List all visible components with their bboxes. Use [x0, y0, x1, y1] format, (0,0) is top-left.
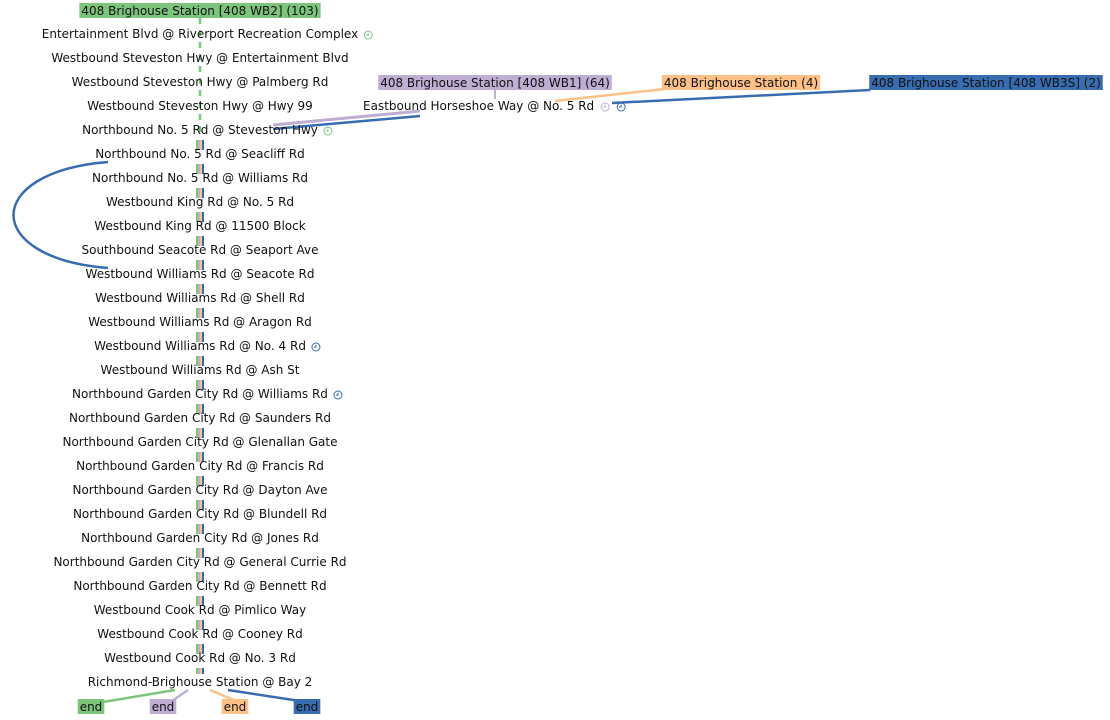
stop-label-text: Westbound Williams Rd @ Seacote Rd [86, 267, 315, 281]
end-marker-green-background [77, 699, 105, 714]
clock-icon [333, 390, 343, 400]
route-header-wb1-text: 408 Brighouse Station [408 WB1] (64) [380, 76, 610, 90]
stop-label-text: Northbound No. 5 Rd @ Williams Rd [92, 171, 308, 185]
stop-label-text: Westbound Cook Rd @ Cooney Rd [97, 627, 302, 641]
stop-label: Northbound No. 5 Rd @ Seacliff Rd [95, 147, 305, 161]
stop-label: Westbound Cook Rd @ No. 3 Rd [104, 651, 296, 665]
end-marker-purple: end [149, 699, 177, 714]
stop-label: Northbound Garden City Rd @ Jones Rd [81, 531, 319, 545]
stop-label: Northbound Garden City Rd @ Williams Rd [72, 387, 328, 401]
stop-label: Northbound Garden City Rd @ Saunders Rd [69, 411, 331, 425]
stop-label-text: Westbound King Rd @ No. 5 Rd [106, 195, 294, 209]
route-lines [12, 18, 871, 705]
stop-label-text: Westbound Williams Rd @ Ash St [101, 363, 300, 377]
route-line-wb0-start [554, 87, 666, 103]
route-header-wb0: 408 Brighouse Station (4) [661, 75, 821, 90]
end-marker-green-text: end [80, 700, 103, 714]
stop-label: Westbound Steveston Hwy @ Entertainment … [51, 51, 348, 65]
stop-label-text: Northbound Garden City Rd @ Williams Rd [72, 387, 328, 401]
end-marker-blue-background [293, 699, 321, 714]
stop-label: Westbound Williams Rd @ No. 4 Rd [94, 339, 306, 353]
route-header-wb2: 408 Brighouse Station [408 WB2] (103) [79, 3, 321, 18]
stop-label-text: Westbound Williams Rd @ No. 4 Rd [94, 339, 306, 353]
stop-label-text: Richmond-Brighouse Station @ Bay 2 [88, 675, 313, 689]
stop-label-text: Northbound No. 5 Rd @ Steveston Hwy [82, 123, 318, 137]
route-line-wb3s-start [611, 88, 871, 105]
stop-label: Westbound Steveston Hwy @ Palmberg Rd [72, 75, 329, 89]
route-line-end-green [96, 688, 176, 705]
stop-label-text: Northbound Garden City Rd @ Jones Rd [81, 531, 319, 545]
stop-label: Westbound Williams Rd @ Aragon Rd [88, 315, 312, 329]
stop-label: Northbound Garden City Rd @ Bennett Rd [73, 579, 326, 593]
route-header-wb0-text: 408 Brighouse Station (4) [664, 76, 818, 90]
stop-label: Westbound Cook Rd @ Pimlico Way [94, 603, 306, 617]
stop-label-text: Westbound King Rd @ 11500 Block [94, 219, 305, 233]
route-header-wb1: 408 Brighouse Station [408 WB1] (64) [378, 75, 612, 90]
route-header-wb3s-background [869, 75, 1103, 90]
end-marker-green: end [77, 699, 105, 714]
stop-label: Westbound King Rd @ No. 5 Rd [106, 195, 294, 209]
route-header-wb3s-text: 408 Brighouse Station [408 WB3S] (2) [871, 76, 1101, 90]
stop-label: Northbound No. 5 Rd @ Williams Rd [92, 171, 308, 185]
end-marker-orange-background [221, 699, 249, 714]
stop-label-text: Westbound Steveston Hwy @ Palmberg Rd [72, 75, 329, 89]
stop-label: Westbound Williams Rd @ Ash St [101, 363, 300, 377]
stop-label: Northbound Garden City Rd @ Dayton Ave [72, 483, 327, 497]
stop-label-text: Northbound Garden City Rd @ Bennett Rd [73, 579, 326, 593]
stop-label-side-text: Eastbound Horseshoe Way @ No. 5 Rd [363, 99, 594, 113]
stop-label: Westbound King Rd @ 11500 Block [94, 219, 305, 233]
stop-label: Northbound Garden City Rd @ General Curr… [53, 555, 346, 569]
route-header-wb2-background [79, 3, 321, 18]
route-header-wb0-background [661, 75, 821, 90]
stop-label: Northbound Garden City Rd @ Francis Rd [76, 459, 324, 473]
end-marker-blue-text: end [296, 700, 319, 714]
stop-labels: 408 Brighouse Station [408 WB2] (103) 408… [42, 3, 1103, 714]
route-header-wb2-text: 408 Brighouse Station [408 WB2] (103) [81, 4, 318, 18]
stop-label-text: Northbound Garden City Rd @ Dayton Ave [72, 483, 327, 497]
end-marker-purple-background [149, 699, 177, 714]
clock-icon [311, 342, 321, 352]
stop-label: Northbound Garden City Rd @ Blundell Rd [73, 507, 327, 521]
stop-label-text: Northbound Garden City Rd @ Blundell Rd [73, 507, 327, 521]
end-marker-blue: end [293, 699, 321, 714]
stop-label-text: Northbound No. 5 Rd @ Seacliff Rd [95, 147, 305, 161]
clock-icon [323, 126, 333, 136]
stop-label-text: Westbound Williams Rd @ Shell Rd [95, 291, 305, 305]
stop-label: Southbound Seacote Rd @ Seaport Ave [81, 243, 318, 257]
route-line-wb3s-branch [272, 114, 421, 131]
stop-label: Westbound Williams Rd @ Shell Rd [95, 291, 305, 305]
end-marker-purple-text: end [152, 700, 175, 714]
stop-label: Westbound Cook Rd @ Cooney Rd [97, 627, 302, 641]
stop-label: Northbound Garden City Rd @ Glenallan Ga… [62, 435, 337, 449]
route-header-wb3s: 408 Brighouse Station [408 WB3S] (2) [869, 75, 1103, 90]
stop-label-text: Westbound Cook Rd @ No. 3 Rd [104, 651, 296, 665]
route-line-wb1-branch [272, 109, 421, 127]
stop-label-text: Southbound Seacote Rd @ Seaport Ave [81, 243, 318, 257]
stop-label-text: Northbound Garden City Rd @ General Curr… [53, 555, 346, 569]
stop-label: Westbound Steveston Hwy @ Hwy 99 [87, 99, 313, 113]
end-marker-orange: end [221, 699, 249, 714]
stop-label-text: Entertainment Blvd @ Riverport Recreatio… [42, 27, 358, 41]
clock-icon [616, 102, 626, 112]
stop-label-side: Eastbound Horseshoe Way @ No. 5 Rd [363, 99, 594, 113]
stop-label: Northbound No. 5 Rd @ Steveston Hwy [82, 123, 318, 137]
stop-label-text: Northbound Garden City Rd @ Saunders Rd [69, 411, 331, 425]
end-marker-orange-text: end [224, 700, 247, 714]
clock-icon [363, 30, 373, 40]
stop-label-text: Westbound Cook Rd @ Pimlico Way [94, 603, 306, 617]
clock-icon [600, 102, 610, 112]
stop-label-text: Northbound Garden City Rd @ Francis Rd [76, 459, 324, 473]
stop-label: Entertainment Blvd @ Riverport Recreatio… [42, 27, 358, 41]
stop-label: Richmond-Brighouse Station @ Bay 2 [88, 675, 313, 689]
stop-label-text: Westbound Steveston Hwy @ Entertainment … [51, 51, 348, 65]
stop-label: Westbound Williams Rd @ Seacote Rd [86, 267, 315, 281]
stop-label-text: Westbound Williams Rd @ Aragon Rd [88, 315, 312, 329]
stop-label-text: Westbound Steveston Hwy @ Hwy 99 [87, 99, 313, 113]
stop-label-text: Northbound Garden City Rd @ Glenallan Ga… [62, 435, 337, 449]
route-header-wb1-background [378, 75, 612, 90]
route-line-wb3s-loop [12, 160, 109, 270]
